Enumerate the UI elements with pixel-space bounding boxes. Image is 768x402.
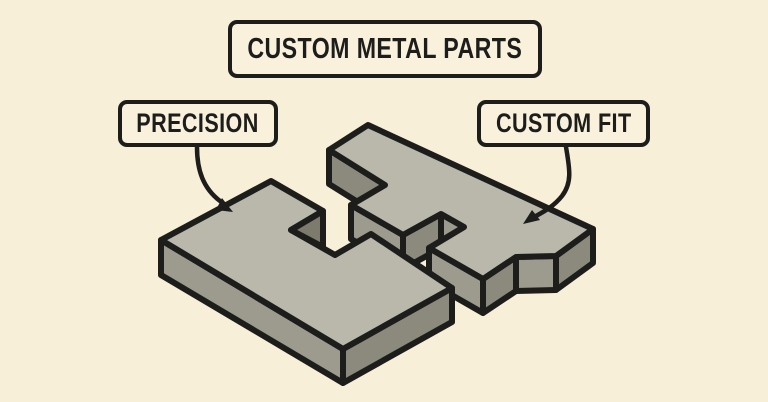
custom-fit-arrow-stem (533, 144, 572, 219)
left-part-notch-wall-face (288, 208, 326, 250)
custom-fit-arrow (523, 144, 572, 224)
left-metal-part (158, 178, 455, 386)
precision-arrowhead-icon (216, 198, 233, 212)
title-banner-label: CUSTOM METAL PARTS (247, 32, 523, 65)
callout-precision-label: PRECISION (136, 108, 260, 138)
left-part-top-face (158, 178, 455, 352)
precision-arrow-stem (194, 144, 223, 204)
callout-custom-fit: CUSTOM FIT (477, 100, 650, 147)
callout-custom-fit-label: CUSTOM FIT (495, 108, 632, 138)
callout-precision: PRECISION (118, 100, 278, 147)
title-banner: CUSTOM METAL PARTS (228, 20, 542, 78)
custom-fit-arrowhead-icon (523, 210, 540, 224)
right-part-top-face (326, 122, 596, 282)
right-part-bar-lower-face (513, 253, 559, 294)
precision-arrow (194, 144, 233, 212)
